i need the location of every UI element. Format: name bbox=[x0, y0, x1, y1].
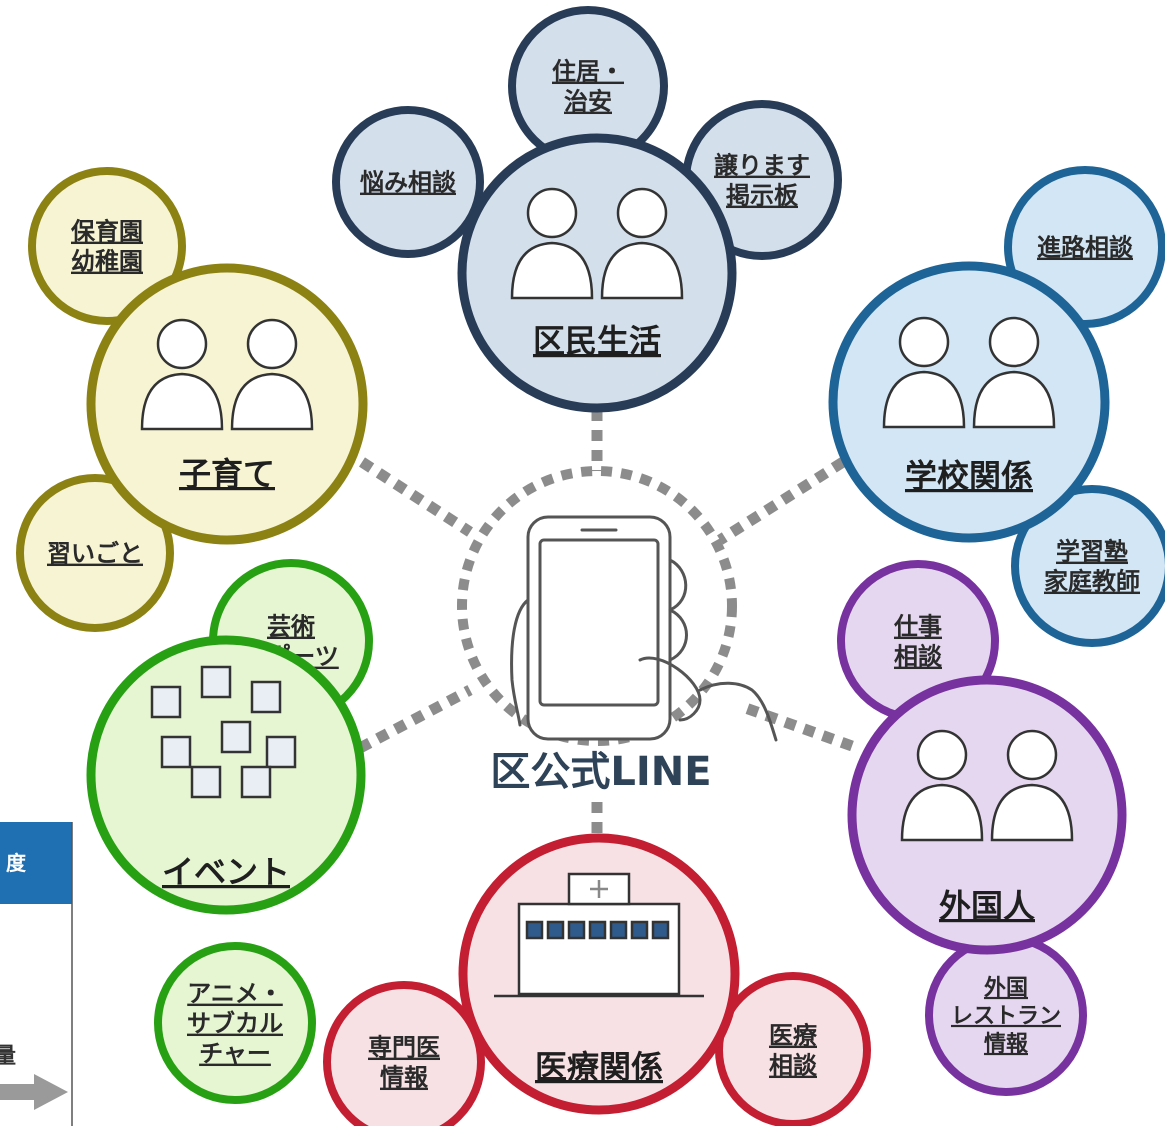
smartphone-hand-icon bbox=[510, 515, 778, 742]
satellite-naraigoto[interactable]: 習いごと bbox=[16, 474, 174, 632]
satellite-label-line[interactable]: 掲示板 bbox=[726, 182, 799, 210]
connector-kosodate bbox=[359, 457, 473, 537]
satellite-label-line[interactable]: 住居・ bbox=[552, 58, 624, 86]
connector-gakko bbox=[717, 457, 846, 545]
connectors bbox=[357, 410, 854, 840]
hub-label-gaikoku[interactable]: 外国人 bbox=[939, 887, 1035, 925]
satellite-label-line[interactable]: 相談 bbox=[769, 1052, 818, 1080]
satellite-label-line[interactable]: 医療 bbox=[769, 1022, 818, 1050]
satellite-label-line[interactable]: 学習塾 bbox=[1056, 538, 1128, 566]
satellite-label-line[interactable]: 譲ります bbox=[714, 152, 810, 180]
satellite-label-line[interactable]: 専門医 bbox=[368, 1034, 440, 1062]
satellite-label-line[interactable]: 仕事 bbox=[893, 613, 942, 641]
satellite-label-line[interactable]: 保育園 bbox=[70, 218, 143, 246]
satellite-label-line[interactable]: チャー bbox=[199, 1040, 271, 1068]
satellite-circle-hoikuen[interactable] bbox=[28, 167, 186, 325]
hub-circle-kumin[interactable] bbox=[457, 133, 737, 413]
hub-illustration-gaikoku-icon bbox=[900, 729, 1074, 842]
hub-iryo[interactable]: 医療関係 bbox=[458, 833, 740, 1115]
side-panel-arrow-bar bbox=[0, 1084, 34, 1100]
hub-label-kosodate[interactable]: 子育て bbox=[179, 455, 275, 493]
hub-label-gakko[interactable]: 学校関係 bbox=[905, 457, 1033, 495]
side-panel-header bbox=[0, 822, 72, 904]
satellite-label-line[interactable]: 外国 bbox=[984, 975, 1028, 1001]
satellite-circle-naraigoto[interactable] bbox=[16, 474, 174, 632]
satellite-label-line[interactable]: サブカル bbox=[187, 1010, 283, 1038]
satellite-circle-iryosodan[interactable] bbox=[715, 972, 871, 1126]
satellite-circle-senmon[interactable] bbox=[323, 981, 485, 1126]
hub-event[interactable]: イベント bbox=[86, 635, 366, 915]
satellite-label-line[interactable]: レストラン bbox=[951, 1004, 1061, 1029]
satellite-label-line[interactable]: 芸術 bbox=[267, 613, 315, 641]
hub-circle-kosodate[interactable] bbox=[86, 263, 368, 545]
satellite-label-line[interactable]: 幼稚園 bbox=[71, 248, 143, 276]
connector-gaikoku bbox=[738, 700, 854, 752]
side-panel-header-text: 度 bbox=[6, 851, 27, 875]
side-panel-fragment: 度 量 bbox=[0, 822, 73, 1126]
hub-kumin[interactable]: 区民生活 bbox=[457, 133, 737, 413]
satellite-label-line[interactable]: 習いごと bbox=[47, 540, 143, 568]
hub-kosodate[interactable]: 子育て bbox=[86, 263, 368, 545]
satellite-label-line[interactable]: 情報 bbox=[984, 1031, 1029, 1057]
side-panel-snippet: 量 bbox=[0, 1044, 16, 1069]
center-label: 区公式LINE bbox=[490, 749, 711, 795]
hub-gaikoku[interactable]: 外国人 bbox=[847, 675, 1127, 955]
hub-label-kumin[interactable]: 区民生活 bbox=[533, 322, 661, 360]
hub-illustration-event-icon bbox=[150, 665, 297, 799]
satellite-label-line[interactable]: 悩み相談 bbox=[360, 169, 457, 197]
satellite-label-line[interactable]: アニメ・ bbox=[187, 980, 283, 1008]
satellite-label-line[interactable]: 家庭教師 bbox=[1044, 568, 1140, 596]
hub-illustration-kosodate-icon bbox=[140, 318, 314, 431]
hub-illustration-gakko-icon bbox=[882, 316, 1056, 429]
hub-label-event[interactable]: イベント bbox=[162, 853, 290, 891]
satellite-nayami[interactable]: 悩み相談 bbox=[332, 106, 484, 258]
connector-event bbox=[357, 685, 473, 753]
hub-illustration-kumin-icon bbox=[510, 187, 684, 300]
side-panel-arrow-head bbox=[34, 1074, 68, 1110]
satellite-label-line[interactable]: 進路相談 bbox=[1037, 234, 1134, 262]
satellite-circle-nayami[interactable] bbox=[332, 106, 484, 258]
satellite-label-line[interactable]: 治安 bbox=[564, 88, 612, 116]
hub-illustration-iryo-icon bbox=[494, 872, 704, 998]
hub-label-iryo[interactable]: 医療関係 bbox=[535, 1048, 663, 1086]
hub-circle-gakko[interactable] bbox=[828, 261, 1110, 543]
hub-gakko[interactable]: 学校関係 bbox=[828, 261, 1110, 543]
satellite-label-line[interactable]: 相談 bbox=[894, 643, 943, 671]
satellite-circle-anime[interactable] bbox=[154, 942, 316, 1104]
satellite-circle-gakushu[interactable] bbox=[1011, 485, 1165, 647]
satellite-label-line[interactable]: 情報 bbox=[380, 1064, 429, 1092]
